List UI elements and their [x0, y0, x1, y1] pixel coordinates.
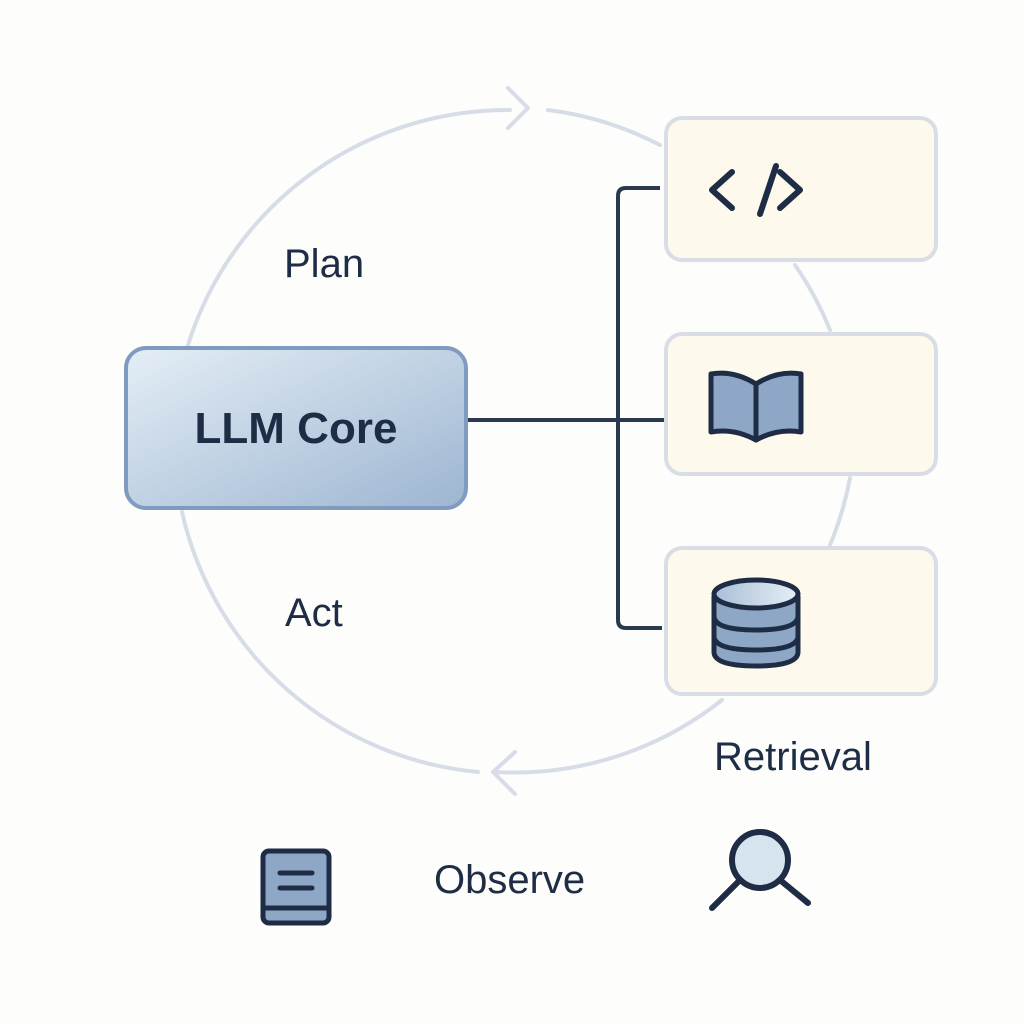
cycle-ring	[180, 107, 852, 775]
magnifier-icon	[709, 829, 811, 911]
open-book-icon	[708, 370, 804, 443]
act-label: Act	[285, 591, 343, 635]
tool-retrieval-box	[664, 546, 938, 696]
arrow-right-icon	[506, 86, 530, 130]
observe-label: Observe	[434, 858, 585, 902]
code-icon	[709, 163, 803, 217]
cycle-arrows	[491, 86, 530, 796]
cycle-arc-bottom-right	[493, 698, 724, 775]
connectors	[468, 186, 665, 630]
cycle-arc-top-left	[186, 107, 512, 347]
llm-core-node: LLM Core	[124, 346, 468, 510]
database-icon	[711, 577, 801, 669]
tool-docs	[664, 332, 938, 476]
llm-core-box	[124, 346, 468, 510]
tool-bus	[616, 186, 662, 630]
cycle-arc-right-middle	[828, 476, 852, 547]
cycle-arc-left	[180, 510, 480, 774]
tool-retrieval	[664, 546, 938, 696]
cycle-arc-right-upper	[793, 263, 832, 332]
plan-label: Plan	[284, 242, 364, 286]
arrow-left-icon	[491, 750, 517, 796]
notebook-icon	[260, 848, 332, 926]
llm-core-label: LLM Core	[195, 404, 398, 453]
cycle-arc-top-right	[546, 108, 662, 147]
retrieval-label: Retrieval	[714, 735, 872, 779]
tool-code	[664, 116, 938, 262]
